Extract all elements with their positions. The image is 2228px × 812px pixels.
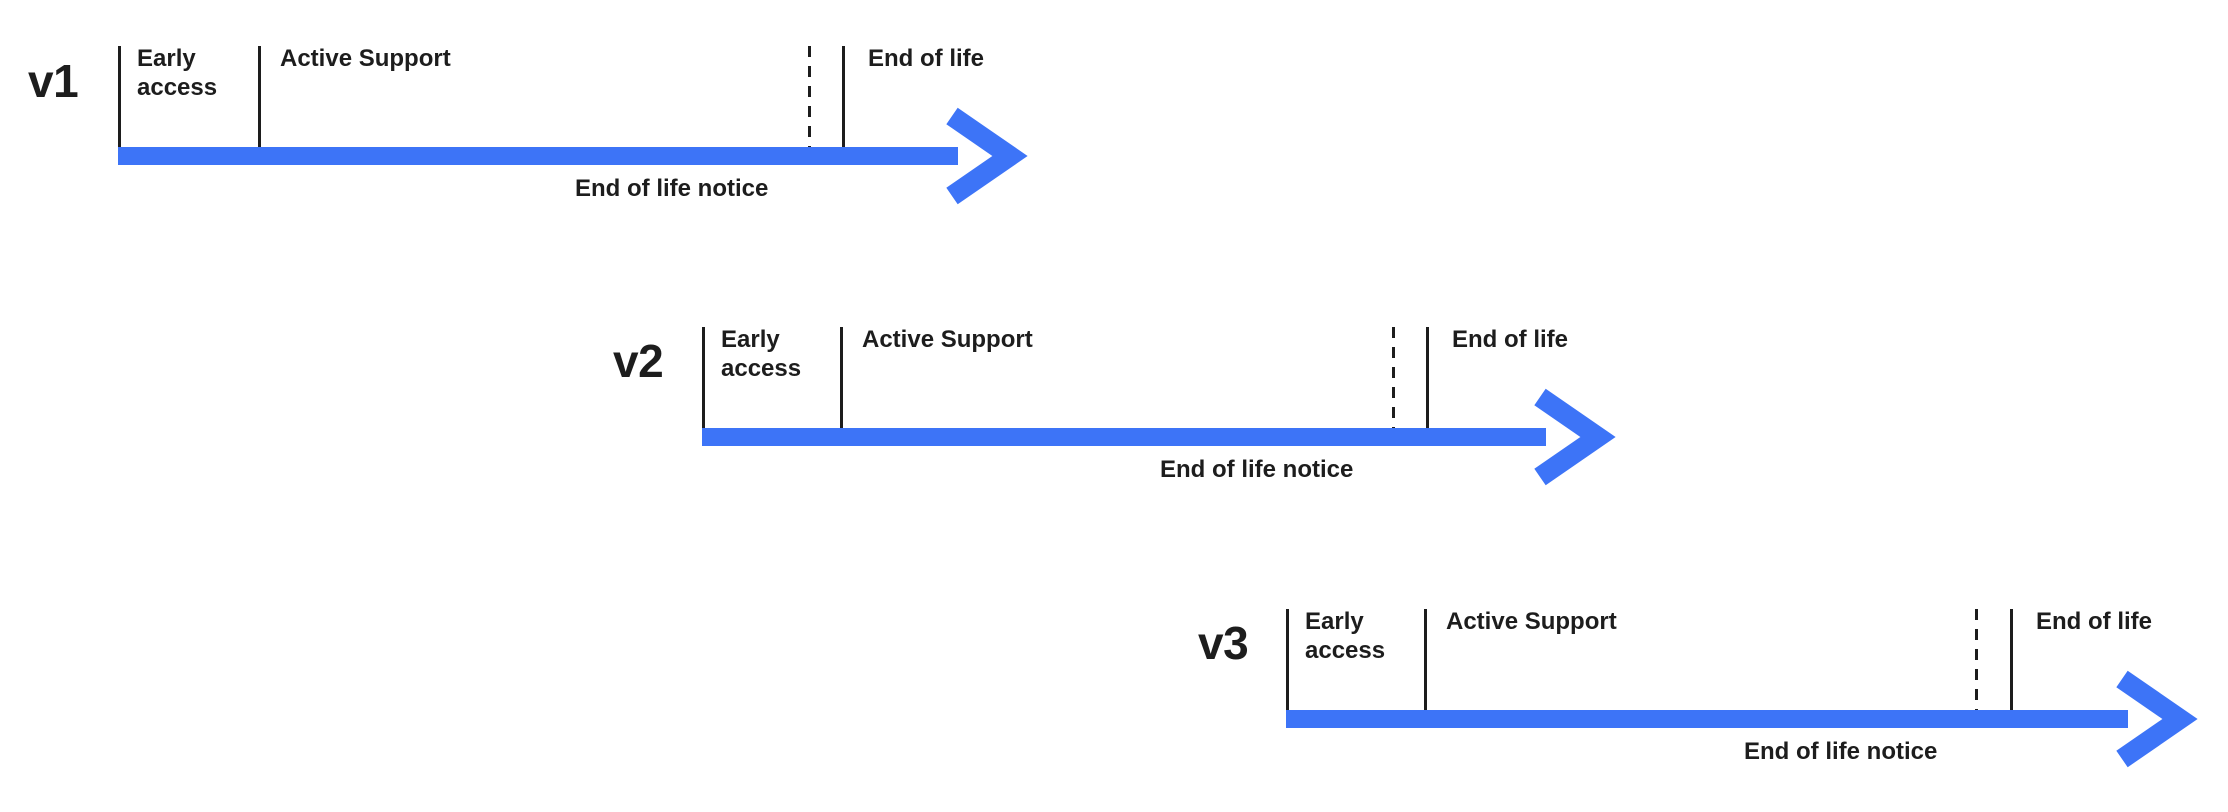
early-access-label-line2: access (721, 355, 802, 382)
end-of-life-notice-label-v3: End of life notice (1744, 738, 1938, 765)
end-of-life-label-v2: End of life (1452, 326, 1568, 353)
timeline-arrow-v1 (118, 107, 1028, 205)
active-support-label-v3: Active Support (1446, 608, 1617, 635)
end-of-life-divider-v3 (2010, 609, 2013, 710)
end-of-life-divider-v1 (842, 46, 845, 147)
end-of-life-notice-label-v2: End of life notice (1160, 456, 1354, 483)
arrow-shaft (118, 147, 958, 165)
timeline-arrow-v3 (1286, 670, 2198, 768)
early-access-label-line2: access (1305, 637, 1386, 664)
version-label-v1: v1 (28, 55, 79, 107)
early-access-divider-v3 (1286, 609, 1289, 710)
early-access-divider-v2 (702, 327, 705, 428)
end-of-life-label-v3: End of life (2036, 608, 2152, 635)
end-of-life-notice-dashed-line-v1 (808, 46, 811, 147)
end-of-life-label-v1: End of life (868, 45, 984, 72)
end-of-life-notice-dashed-line-v3 (1975, 609, 1978, 710)
arrow-shaft (1286, 710, 2128, 728)
early-access-label-line1: Early (137, 45, 196, 72)
arrow-head (1534, 388, 1616, 486)
timeline-arrow-v2 (702, 388, 1616, 486)
active-support-label-v1: Active Support (280, 45, 451, 72)
end-of-life-notice-label-v1: End of life notice (575, 175, 769, 202)
early-access-divider-v1 (118, 46, 121, 147)
version-label-v3: v3 (1198, 617, 1249, 669)
end-of-life-notice-dashed-line-v2 (1392, 327, 1395, 428)
early-access-label-line2: access (137, 74, 218, 101)
arrow-head (2116, 670, 2198, 768)
arrow-head (946, 107, 1028, 205)
active-support-divider-v2 (840, 327, 843, 428)
early-access-label-line1: Early (721, 326, 780, 353)
early-access-label-line1: Early (1305, 608, 1364, 635)
version-label-v2: v2 (613, 335, 664, 387)
active-support-divider-v3 (1424, 609, 1427, 710)
arrow-shaft (702, 428, 1546, 446)
active-support-label-v2: Active Support (862, 326, 1033, 353)
active-support-divider-v1 (258, 46, 261, 147)
end-of-life-divider-v2 (1426, 327, 1429, 428)
